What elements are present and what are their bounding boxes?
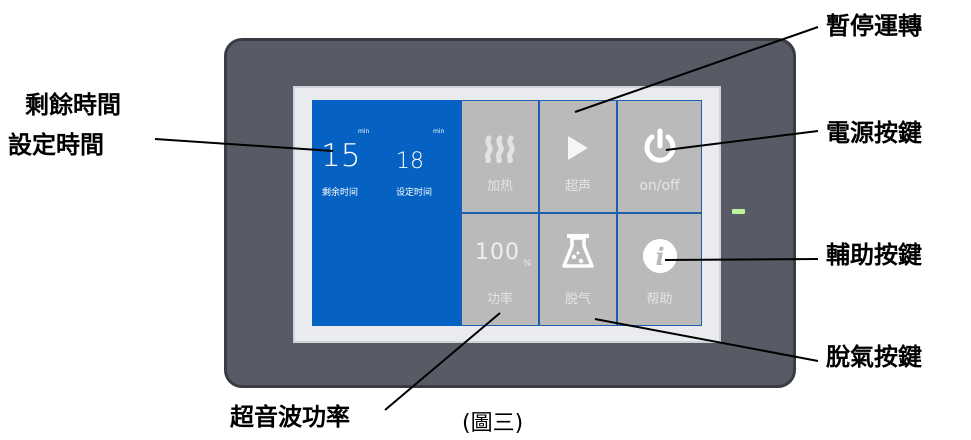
degas-label: 脱气 bbox=[564, 292, 591, 307]
remaining-unit: min bbox=[358, 128, 370, 135]
power-level-value: 100 bbox=[475, 240, 520, 265]
leader-line-power bbox=[665, 130, 819, 151]
heat-button[interactable]: 加热 bbox=[461, 100, 539, 213]
play-icon bbox=[566, 135, 590, 165]
set-time-value: 18 bbox=[396, 149, 424, 174]
ultrasonic-label: 超声 bbox=[564, 179, 591, 194]
power-level-label: 功率 bbox=[486, 292, 513, 307]
power-button[interactable]: on/off bbox=[617, 100, 702, 213]
remaining-time-label: 剩余时间 bbox=[322, 188, 359, 198]
leader-line-ultrasonic-power bbox=[384, 312, 501, 411]
status-led bbox=[732, 209, 745, 214]
leader-line-aux bbox=[664, 258, 819, 261]
callout-aux-key: 輔助按鍵 bbox=[826, 241, 922, 269]
svg-text:i: i bbox=[655, 242, 664, 271]
time-panel: min min 15 18 剩余时间 设定时间 bbox=[312, 100, 461, 326]
power-icon bbox=[641, 128, 679, 170]
set-time-label: 设定时间 bbox=[396, 188, 433, 198]
ultrasonic-button[interactable]: 超声 bbox=[539, 100, 617, 213]
power-level-unit: % bbox=[523, 259, 532, 269]
info-icon: i bbox=[642, 238, 678, 278]
callout-ultrasonic-power: 超音波功率 bbox=[230, 403, 350, 431]
flask-icon bbox=[561, 233, 595, 273]
touch-screen: min min 15 18 剩余时间 设定时间 加热 bbox=[312, 100, 702, 326]
help-label: 帮助 bbox=[646, 292, 673, 307]
callout-set-time: 設定時間 bbox=[8, 131, 104, 159]
power-label: on/off bbox=[639, 178, 680, 194]
leader-line-degas bbox=[594, 318, 819, 362]
callout-power-key: 電源按鍵 bbox=[826, 119, 922, 147]
degas-button[interactable]: 脱气 bbox=[539, 213, 617, 326]
heat-label: 加热 bbox=[486, 179, 513, 194]
help-button[interactable]: i 帮助 bbox=[617, 213, 702, 326]
heat-waves-icon bbox=[482, 135, 518, 167]
set-unit: min bbox=[433, 128, 445, 135]
leader-line-time bbox=[154, 138, 334, 152]
callout-degas-key: 脫氣按鍵 bbox=[826, 343, 922, 371]
callout-remaining-time: 剩餘時間 bbox=[25, 91, 121, 119]
callout-pause: 暫停運轉 bbox=[826, 12, 922, 40]
power-level-button[interactable]: 100 % 功率 bbox=[461, 213, 539, 326]
leader-line-pause bbox=[574, 26, 819, 113]
remaining-time-value: 15 bbox=[321, 138, 361, 174]
figure-caption: (圖三) bbox=[462, 411, 524, 436]
